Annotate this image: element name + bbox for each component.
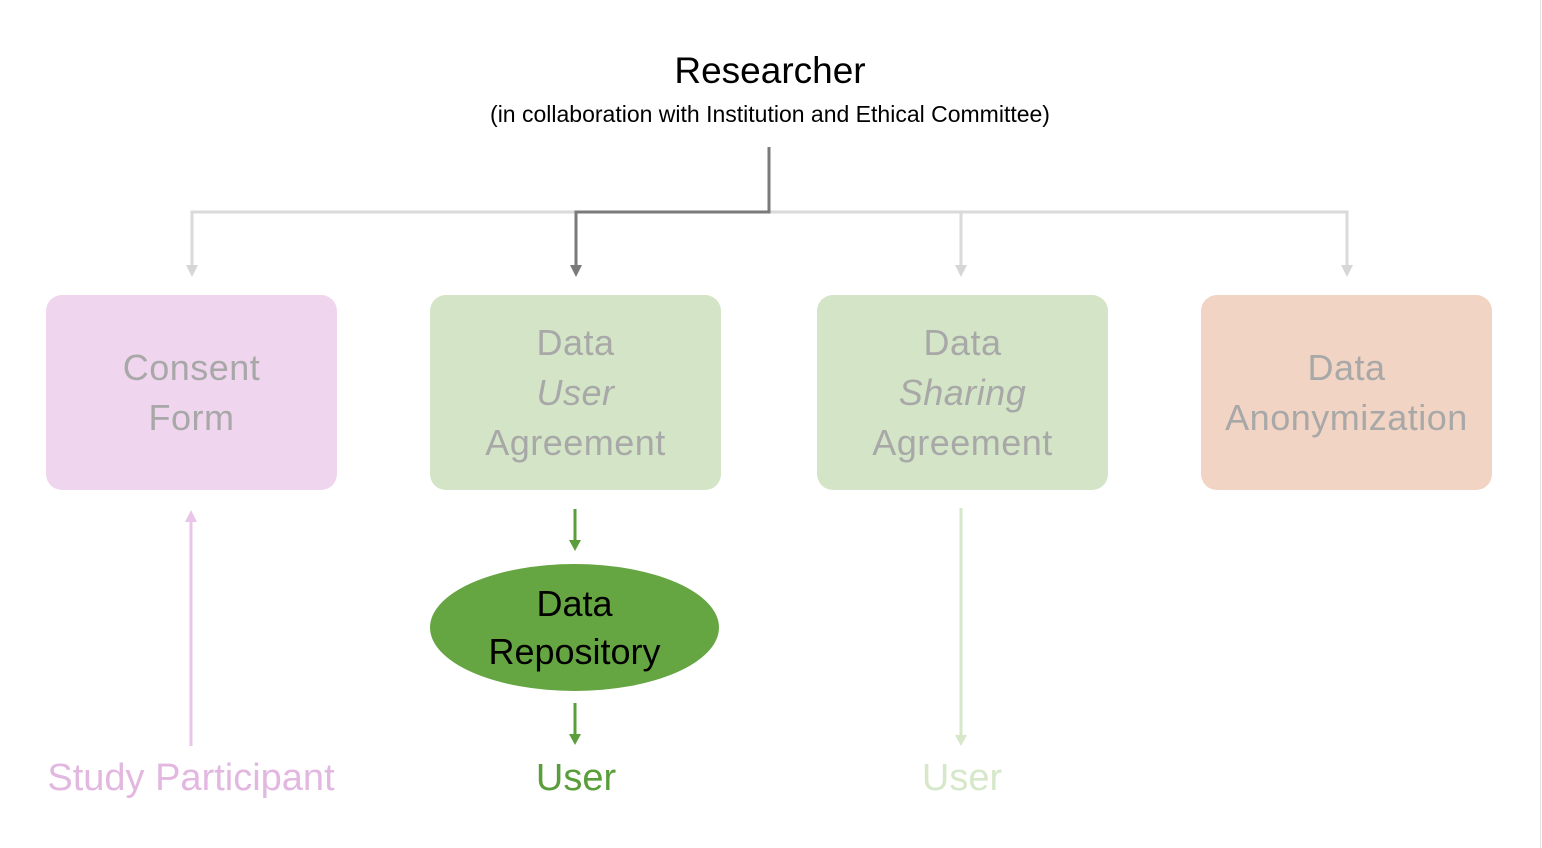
data-user-agreement-box: Data User Agreement (430, 295, 721, 490)
consent-form-box: Consent Form (46, 295, 337, 490)
consent-form-line1: Consent (122, 346, 261, 388)
highlight-path-to-data-user-agreement (574, 147, 771, 268)
faded-branch-lines (190, 210, 1349, 268)
data-anonymization-box: Data Anonymization (1201, 295, 1492, 490)
branch-to-data-sharing-agreement (769, 210, 963, 268)
faded-arrowheads (186, 265, 1353, 277)
arrowhead-sharing (955, 265, 967, 277)
researcher-subtitle: (in collaboration with Institution and E… (490, 101, 1050, 127)
study-participant-label: Study Participant (47, 757, 335, 799)
researcher-title: Researcher (674, 50, 866, 91)
arrowhead-consent-up (185, 510, 197, 522)
repository-line2: Repository (488, 630, 661, 672)
branch-to-data-anonymization (961, 210, 1349, 268)
right-edge-rule (1540, 0, 1541, 848)
anon-line1: Data (1307, 346, 1386, 388)
dua-line1: Data (536, 321, 615, 363)
dsa-line2: Sharing (898, 371, 1027, 413)
dsa-line1: Data (923, 321, 1002, 363)
user-label-sharing: User (921, 757, 1003, 799)
arrowhead-repository (569, 540, 581, 551)
user-label-repository: User (535, 757, 617, 799)
arrowhead-consent (186, 265, 198, 277)
data-repository-ellipse: Data Repository (430, 564, 719, 691)
dsa-line3: Agreement (872, 421, 1053, 463)
arrowhead-user-light (955, 735, 967, 746)
dua-line2: User (536, 371, 615, 413)
arrowhead-anonymization (1341, 265, 1353, 277)
data-sharing-agreement-box: Data Sharing Agreement (817, 295, 1108, 490)
consent-form-line2: Form (148, 396, 235, 438)
branch-to-consent-form (190, 210, 769, 268)
arrowhead-user-green (569, 734, 581, 745)
arrowhead-data-user-agreement (570, 265, 582, 277)
dua-line3: Agreement (485, 421, 666, 463)
repository-line1: Data (536, 582, 613, 624)
anon-line2: Anonymization (1225, 396, 1468, 438)
